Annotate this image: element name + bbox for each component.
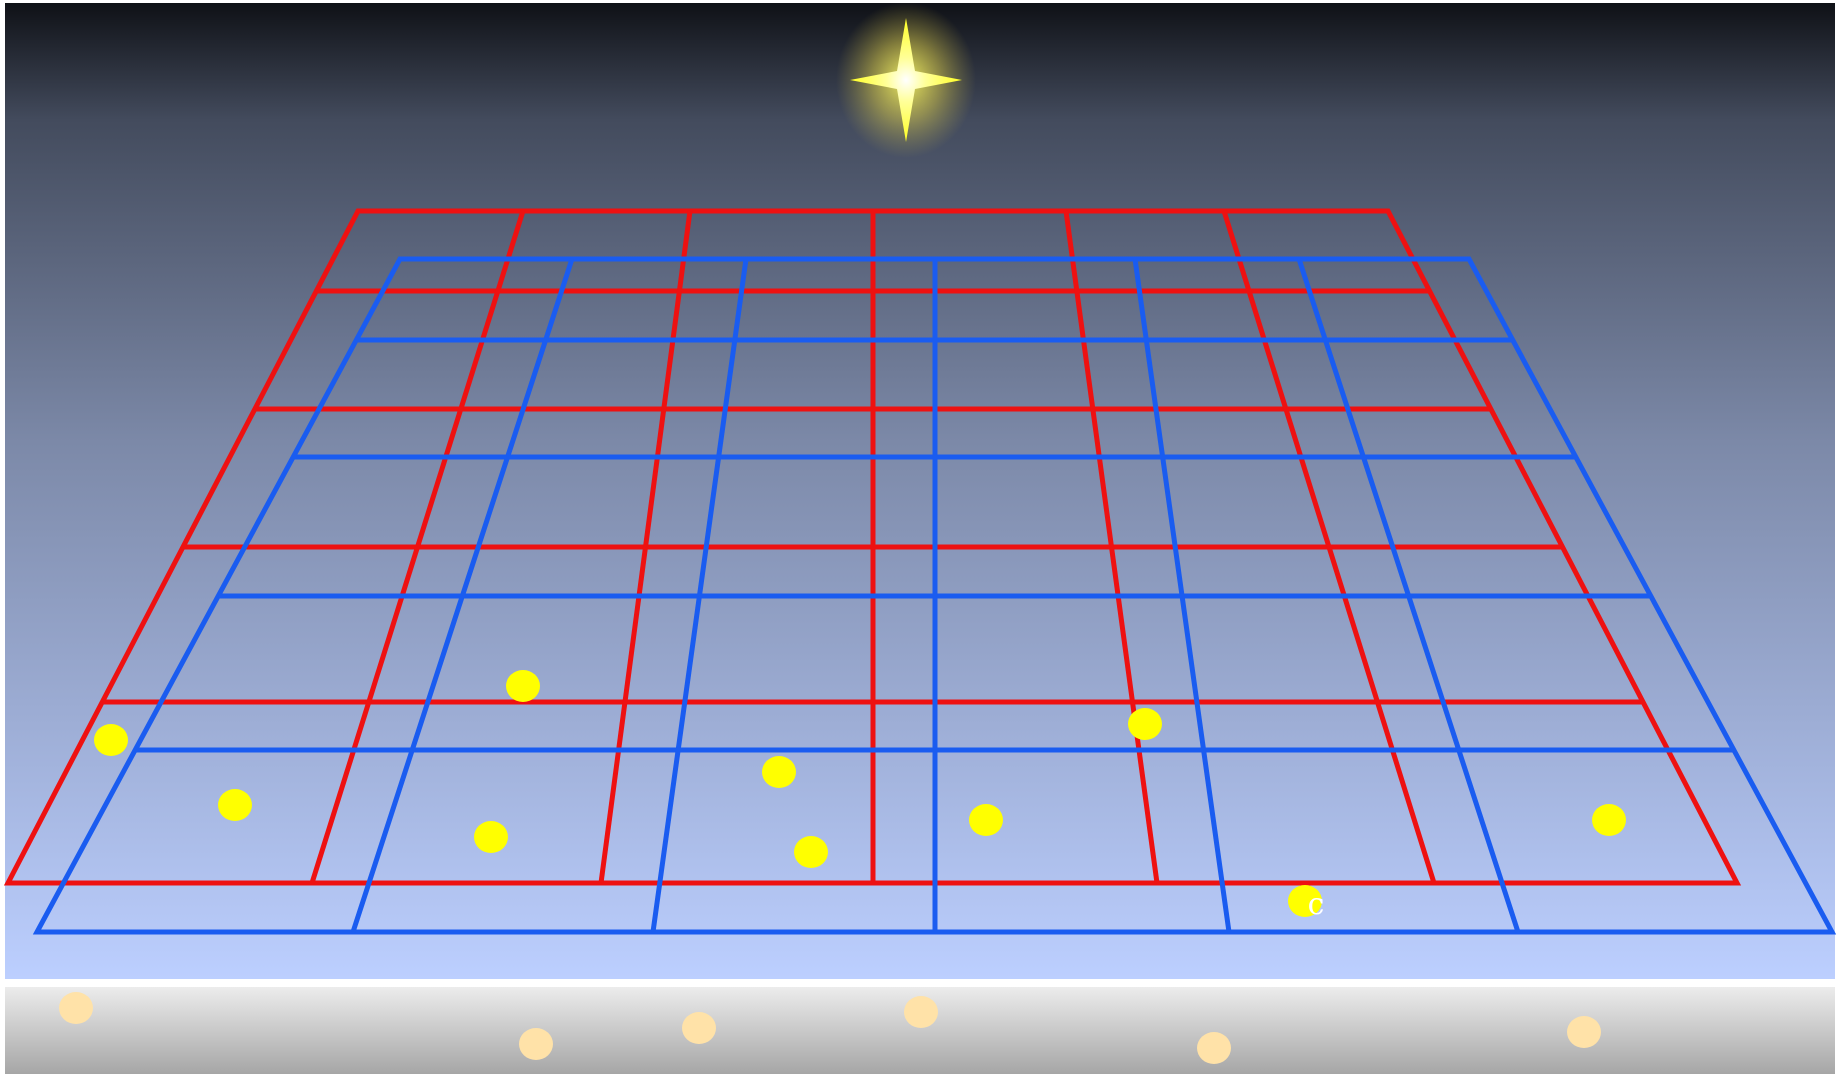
peach-pellet-icon[interactable]: [904, 996, 938, 1028]
yellow-dot-icon[interactable]: [218, 789, 252, 821]
yellow-dot-icon[interactable]: [762, 756, 796, 788]
yellow-dot-icon[interactable]: [1128, 708, 1162, 740]
yellow-dot-icon[interactable]: [506, 670, 540, 702]
yellow-dot-icon[interactable]: [969, 804, 1003, 836]
yellow-dot-icon[interactable]: [94, 724, 128, 756]
four-point-star-icon: [836, 2, 976, 158]
yellow-dot-icon[interactable]: [474, 821, 508, 853]
yellow-dot-icon[interactable]: [1592, 804, 1626, 836]
marker-label: c: [1308, 887, 1325, 922]
yellow-dot-icon[interactable]: [794, 836, 828, 868]
peach-pellet-icon[interactable]: [682, 1012, 716, 1044]
peach-pellet-icon[interactable]: [519, 1028, 553, 1060]
peach-pellet-icon[interactable]: [59, 992, 93, 1024]
peach-pellet-icon[interactable]: [1197, 1032, 1231, 1064]
peach-pellet-icon[interactable]: [1567, 1016, 1601, 1048]
